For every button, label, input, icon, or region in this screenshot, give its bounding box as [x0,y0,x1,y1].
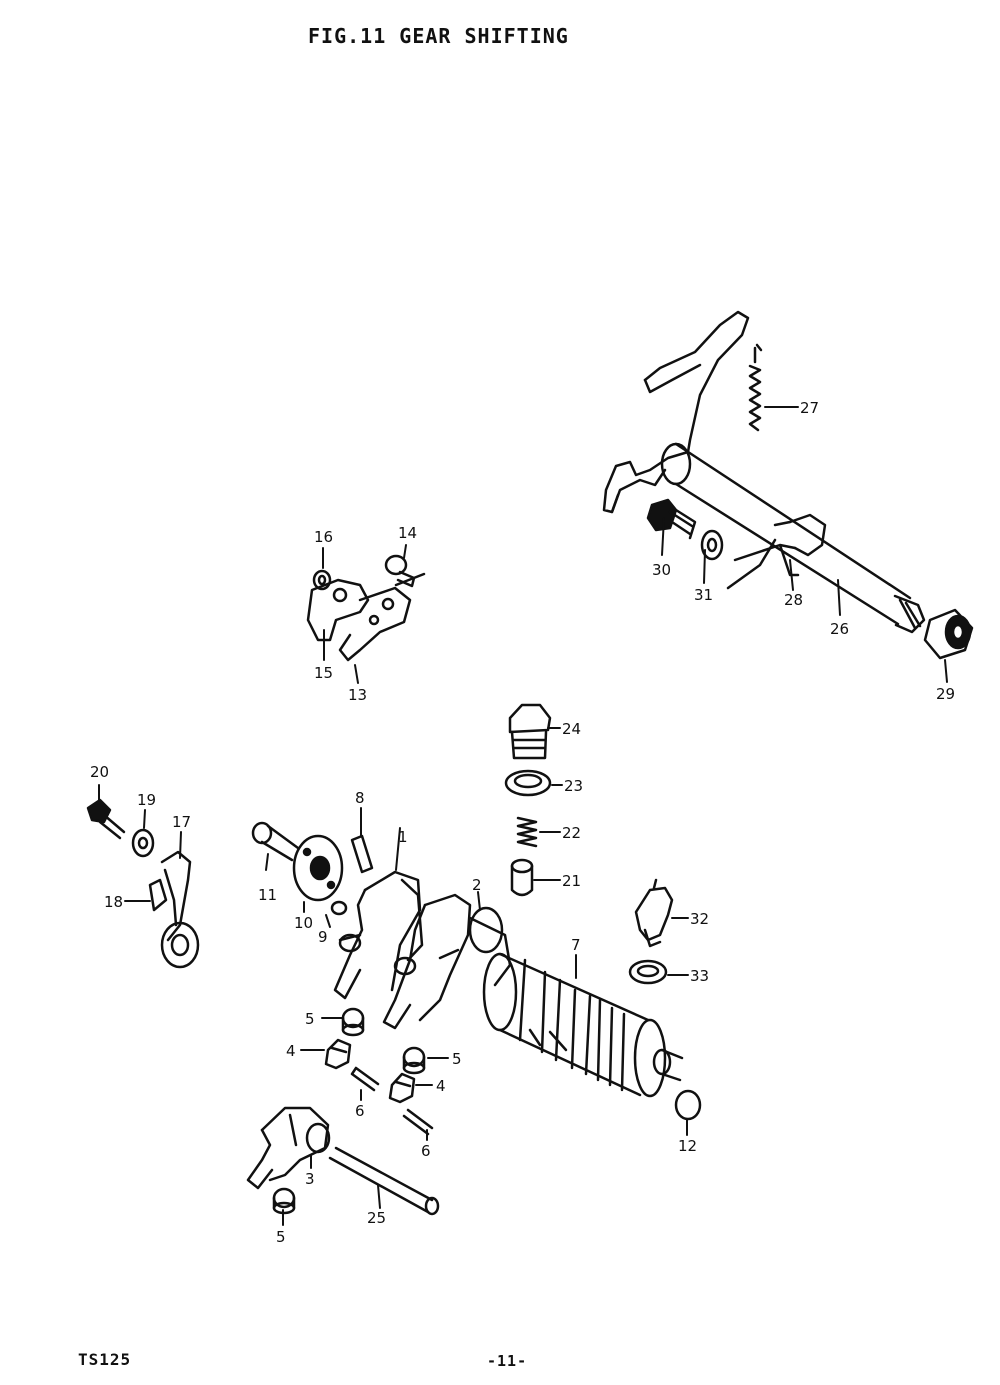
part-label-32: 32 [690,910,709,928]
part-label-6b: 6 [421,1142,431,1160]
part-label-26: 26 [830,620,849,638]
gearshift-shaft-arm [602,310,750,514]
washer-19 [131,828,155,858]
part-label-23: 23 [564,777,583,795]
clip-6b [402,1108,434,1136]
part-label-7: 7 [571,936,581,954]
part-label-6a: 6 [355,1102,365,1120]
stopper-21 [510,858,534,897]
nut-16 [312,569,332,591]
figure-title: FIG.11 GEAR SHIFTING [308,24,569,48]
gasket-23 [504,769,552,797]
shift-fork-1 [333,870,424,1000]
part-labels: 27 30 31 28 26 29 16 14 15 13 24 23 22 2… [90,399,955,1246]
part-label-10: 10 [294,914,313,932]
part-label-33: 33 [690,967,709,985]
part-label-15: 15 [314,664,333,682]
clip-6a [350,1066,380,1092]
pin-9 [330,900,348,916]
roller-5b [402,1046,426,1075]
part-label-2: 2 [472,876,482,894]
part-label-20: 20 [90,763,109,781]
part-label-30: 30 [652,561,671,579]
screw-11 [251,821,300,862]
part-label-24: 24 [562,720,581,738]
part-label-11: 11 [258,886,277,904]
part-label-5c: 5 [276,1228,286,1246]
washer-31 [700,529,724,561]
part-label-4a: 4 [286,1042,296,1060]
neutral-switch-32 [634,878,674,948]
part-label-21: 21 [562,872,581,890]
shift-fork-2 [382,893,472,1030]
part-label-22: 22 [562,824,581,842]
shift-cam-stopper-spring [748,343,763,432]
gear-shift-cam-7 [482,952,684,1098]
bolt-30 [646,498,697,540]
cam-stopper-plate [306,572,426,662]
pin-4b [388,1072,416,1104]
cam-driven-gear-10 [292,834,344,902]
roller-5c [272,1187,296,1215]
part-label-5a: 5 [305,1010,315,1028]
part-label-16: 16 [314,528,333,546]
oil-seal-29 [923,608,974,660]
part-label-28: 28 [784,591,803,609]
part-label-27: 27 [800,399,819,417]
part-label-29: 29 [936,685,955,703]
part-label-13: 13 [348,686,367,704]
part-label-14: 14 [398,524,417,542]
pin-4a [324,1038,352,1070]
leader-lines [98,406,948,1226]
part-label-12: 12 [678,1137,697,1155]
roller-5a [341,1007,365,1037]
model-code: TS125 [78,1350,132,1369]
spring-28 [726,513,827,590]
part-label-5b: 5 [452,1050,462,1068]
part-label-8: 8 [355,789,365,807]
part-label-1: 1 [398,828,408,846]
shift-fork-shaft-collar [468,906,512,987]
screw-20 [86,798,126,840]
part-label-17: 17 [172,813,191,831]
spring-22 [516,816,538,848]
cam-end-cap-12 [674,1089,702,1121]
pin-8 [350,834,374,874]
screw-14 [384,554,416,588]
part-label-19: 19 [137,791,156,809]
shift-arm-17 [148,850,200,969]
part-label-31: 31 [694,586,713,604]
part-label-18: 18 [104,893,123,911]
part-label-25: 25 [367,1209,386,1227]
page-number: -11- [487,1352,528,1370]
shift-fork-3 [246,1106,331,1190]
part-label-9: 9 [318,928,328,946]
part-label-3: 3 [305,1170,315,1188]
o-ring-33 [628,959,668,985]
part-label-4b: 4 [436,1077,446,1095]
plug-24 [508,703,552,760]
